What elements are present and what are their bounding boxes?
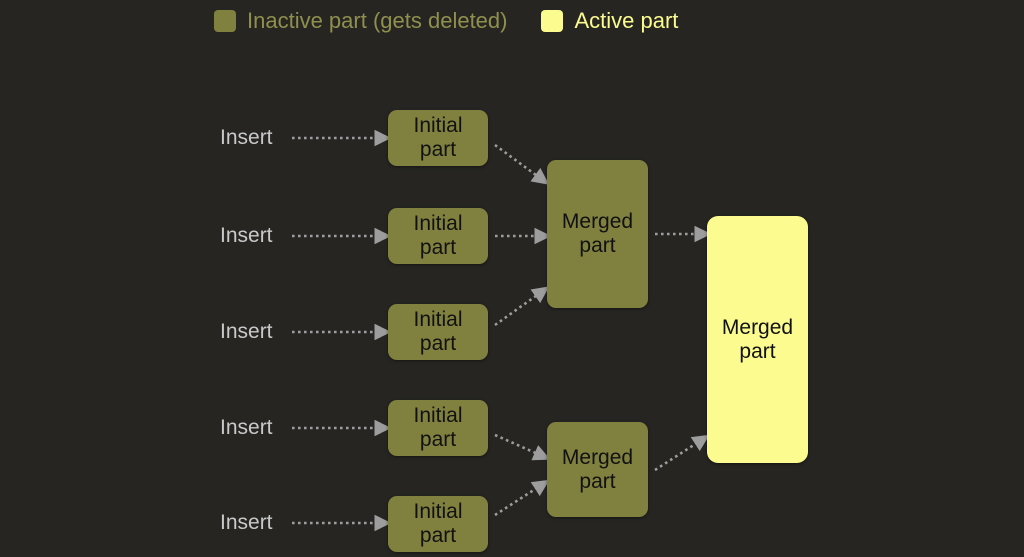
insert-label-1: Insert — [220, 126, 273, 149]
insert-label-4: Insert — [220, 416, 273, 439]
initial-part-box-2[interactable]: Initial part — [388, 208, 488, 264]
arrow-initial3-to-merged1 — [494, 286, 550, 327]
insert-label-3: Insert — [220, 320, 273, 343]
legend-entry-active: Active part — [541, 8, 678, 34]
legend-label-inactive: Inactive part (gets deleted) — [247, 8, 508, 33]
legend-spacer — [507, 21, 541, 22]
insert-label-5: Insert — [220, 511, 273, 534]
initial-part-box-4[interactable]: Initial part — [388, 400, 488, 456]
legend-entry-inactive: Inactive part (gets deleted) — [214, 8, 507, 34]
legend: Inactive part (gets deleted) Active part — [214, 8, 678, 34]
merged-part-box-final[interactable]: Merged part — [707, 216, 808, 463]
legend-label-active: Active part — [574, 8, 679, 33]
insert-label-2: Insert — [220, 224, 273, 247]
legend-swatch-active-icon — [541, 10, 564, 32]
merged-part-box-2[interactable]: Merged part — [547, 422, 648, 517]
legend-swatch-inactive-icon — [214, 10, 236, 32]
merged-part-box-1[interactable]: Merged part — [547, 160, 648, 308]
arrow-merged2-to-final — [654, 434, 710, 472]
initial-part-box-5[interactable]: Initial part — [388, 496, 488, 552]
initial-part-box-3[interactable]: Initial part — [388, 304, 488, 360]
arrow-initial5-to-merged2 — [494, 479, 550, 517]
arrow-initial4-to-merged2 — [494, 433, 551, 461]
initial-part-box-1[interactable]: Initial part — [388, 110, 488, 166]
arrow-initial1-to-merged1 — [494, 143, 550, 185]
